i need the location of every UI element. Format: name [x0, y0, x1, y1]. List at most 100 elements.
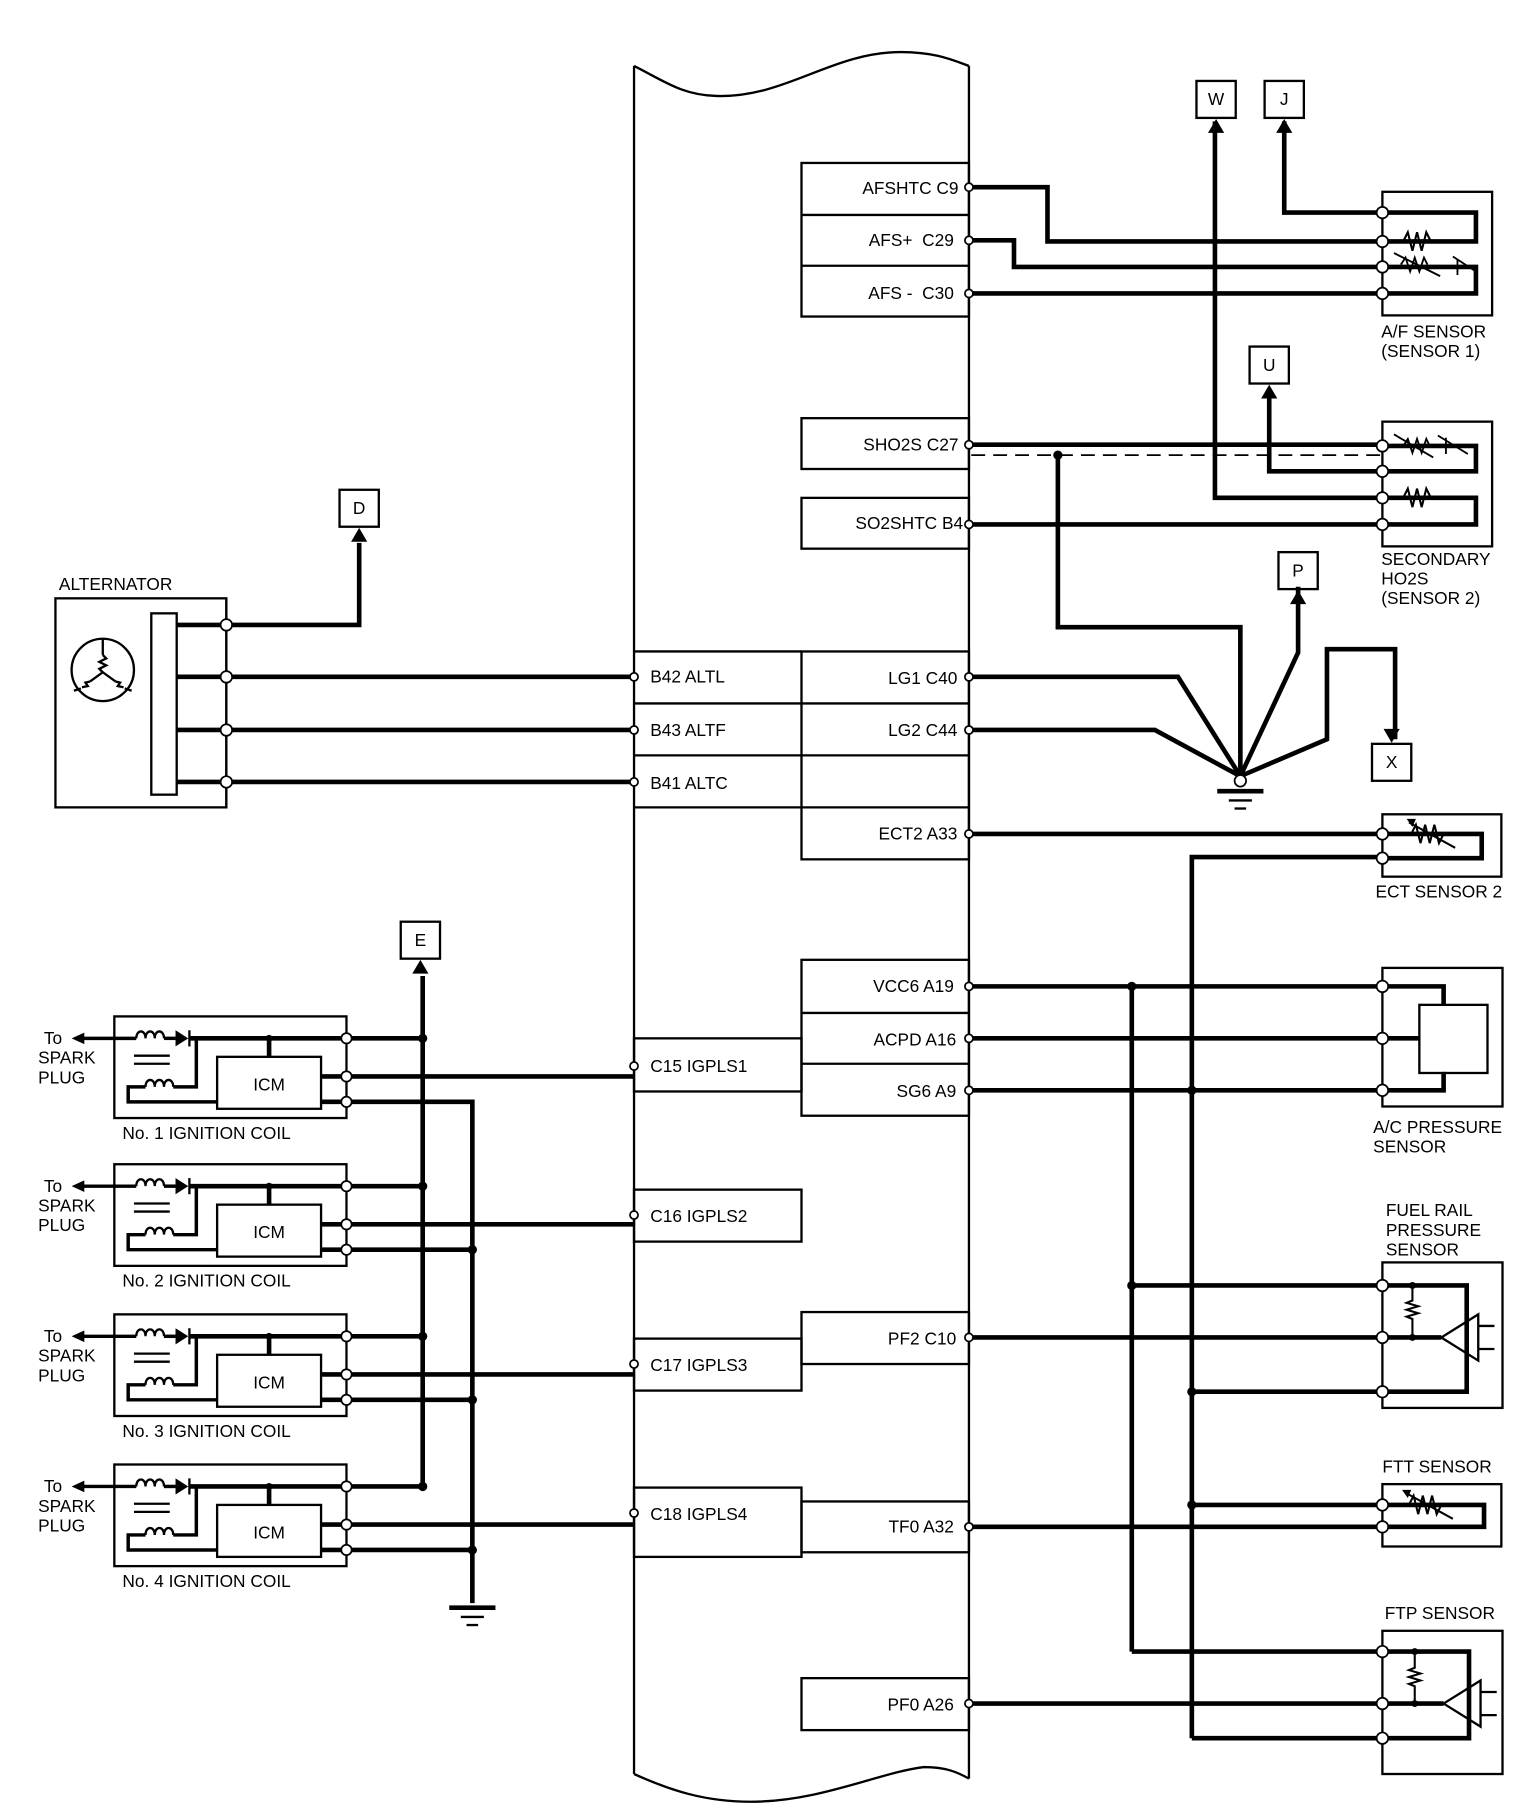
pin-terminal: [964, 1521, 974, 1532]
pin-label-c44: LG2 C44: [888, 720, 958, 740]
pin-label-b41: B41 ALTC: [650, 773, 728, 793]
pin-terminal: [964, 288, 974, 299]
coil-label: No. 3 IGNITION COIL: [122, 1421, 291, 1441]
connector-box: [1370, 742, 1413, 782]
spark-label: SPARK: [38, 1048, 96, 1068]
component-terminal: [1375, 1278, 1390, 1293]
component-terminal: [1375, 517, 1390, 532]
frp-label-3: SENSOR: [1386, 1239, 1459, 1259]
ac-pressure-label-1: A/C PRESSURE: [1373, 1117, 1502, 1137]
pin-terminal: [964, 671, 974, 682]
pin-terminal: [964, 235, 974, 246]
ect-sensor-2: ECT SENSOR 2: [1375, 813, 1503, 901]
component-terminal: [219, 775, 233, 789]
frp-label-2: PRESSURE: [1386, 1220, 1481, 1240]
pin-terminal: [964, 519, 974, 530]
component-terminal: [1375, 1731, 1390, 1745]
arrow-up-icon: [412, 959, 429, 974]
component-terminal: [1233, 774, 1247, 788]
to-label: To: [44, 1176, 62, 1196]
ftp-sensor: FTP SENSOR: [1381, 1603, 1504, 1776]
fuel-rail-pressure-sensor: FUEL RAIL PRESSURE SENSOR: [1381, 1200, 1504, 1410]
pin-label-a32: TF0 A32: [888, 1517, 953, 1537]
pin-terminal: [629, 1061, 639, 1071]
pin-label-c16: C16 IGPLS2: [650, 1206, 747, 1226]
pin-terminal: [629, 725, 639, 735]
connector-e: E: [399, 920, 442, 974]
ftt-label: FTT SENSOR: [1382, 1457, 1491, 1477]
diode-icon: [175, 1030, 189, 1047]
to-label: To: [44, 1326, 62, 1346]
arrow-left-icon: [71, 1032, 85, 1045]
coil-label: No. 2 IGNITION COIL: [122, 1271, 291, 1291]
pin-label-c29: AFS+ C29: [869, 230, 954, 250]
component-terminal: [1375, 1696, 1390, 1711]
connector-box: [1195, 79, 1237, 120]
junction-node: [1187, 1085, 1197, 1095]
af-sensor: A/F SENSOR (SENSOR 1): [1381, 190, 1494, 361]
secondary-ho2s: SECONDARY HO2S (SENSOR 2): [1381, 420, 1494, 608]
connector-box: [399, 920, 442, 960]
connector-box: [1277, 550, 1319, 591]
connector-d: D: [338, 488, 380, 542]
pin-label-c40: LG1 C40: [888, 668, 957, 688]
connector-label: W: [1208, 89, 1225, 109]
icm-label: ICM: [253, 1222, 285, 1242]
connector-label: D: [353, 498, 366, 518]
connector-box: [1248, 345, 1291, 385]
component-terminal: [1375, 1644, 1390, 1659]
pin-terminal: [964, 182, 974, 193]
ecm-right-pin-boxes: [800, 161, 971, 1732]
to-label: To: [44, 1028, 62, 1048]
coil-label: No. 4 IGNITION COIL: [122, 1571, 291, 1591]
ftt-sensor: FTT SENSOR: [1381, 1457, 1503, 1548]
component-terminal: [1375, 205, 1390, 220]
coil-label: No. 1 IGNITION COIL: [122, 1123, 291, 1143]
pin-terminal: [964, 829, 974, 839]
plug-label: PLUG: [38, 1365, 85, 1385]
spark-label: SPARK: [38, 1496, 96, 1516]
component-terminal: [1375, 464, 1390, 478]
pin-label-b4: SO2SHTC B4: [855, 513, 963, 533]
spark-label: SPARK: [38, 1196, 96, 1216]
component-terminal: [1375, 1031, 1390, 1045]
arrow-left-icon: [71, 1330, 85, 1343]
junction-node: [1127, 1280, 1137, 1291]
pin-terminal: [964, 1332, 974, 1343]
icm-label: ICM: [253, 1074, 285, 1094]
junction-node: [1127, 981, 1137, 991]
ac-pressure-sensor: A/C PRESSURE SENSOR: [1373, 966, 1504, 1157]
terminals: [219, 182, 1390, 1745]
ecm-left-pin-labels: B42 ALTL B43 ALTF B41 ALTC C15 IGPLS1 C1…: [650, 667, 748, 1524]
alternator: ALTERNATOR: [54, 574, 228, 809]
plug-label: PLUG: [38, 1067, 85, 1087]
pin-label-a26: PF0 A26: [888, 1694, 954, 1714]
pin-label-c27: SHO2S C27: [863, 435, 958, 455]
ecm-right-pin-labels: AFSHTC C9 AFS+ C29 AFS - C30 SHO2S C27 S…: [855, 178, 963, 1714]
component-terminal: [1375, 1520, 1390, 1534]
pin-terminal: [629, 1508, 639, 1518]
stator-icon: [70, 637, 136, 703]
pin-terminal: [964, 725, 974, 735]
icm-label: ICM: [253, 1522, 285, 1542]
pin-label-c15: C15 IGPLS1: [650, 1056, 747, 1076]
ground-symbol-coils: [449, 1605, 496, 1627]
component-terminal: [1375, 1385, 1390, 1399]
icm-label: ICM: [253, 1372, 285, 1392]
ho2s-label-3: (SENSOR 2): [1381, 588, 1480, 608]
component-terminal: [1375, 1083, 1390, 1097]
pin-label-b43: B43 ALTF: [650, 720, 726, 740]
connector-label: X: [1386, 752, 1398, 772]
pin-label-c18: C18 IGPLS4: [650, 1504, 748, 1524]
component-terminal: [1375, 979, 1390, 994]
ho2s-label-1: SECONDARY: [1381, 549, 1491, 569]
junction-node: [1053, 450, 1063, 460]
arrow-up-icon: [351, 527, 368, 542]
component-terminal: [1375, 851, 1390, 865]
connector-box: [1263, 79, 1306, 120]
component-terminal: [1375, 827, 1390, 841]
